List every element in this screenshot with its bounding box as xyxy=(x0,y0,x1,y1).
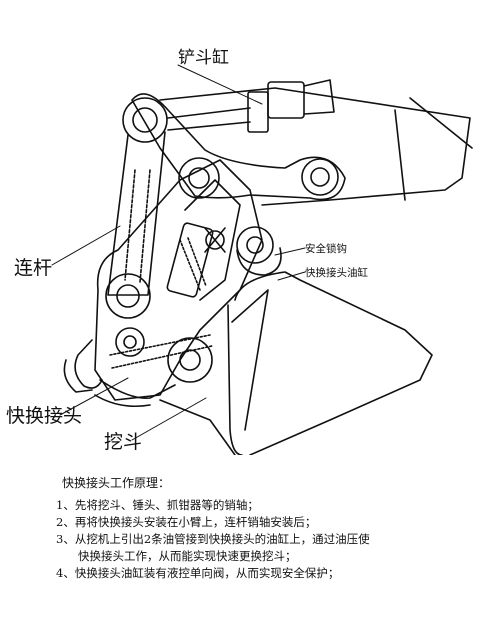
top-link-plate xyxy=(122,93,346,201)
note-step: 1、先将挖斗、锤头、抓钳器等的销轴； xyxy=(56,498,259,512)
label-link: 连杆 xyxy=(14,257,52,279)
coupler-hook xyxy=(63,339,103,393)
lower-pins xyxy=(94,327,213,408)
note-step: 3、从挖机上引出2条油管接到快换接头的油缸上，通过油压使 xyxy=(56,532,370,546)
label-coupler-cylinder: 快换接头油缸 xyxy=(305,266,368,279)
quick-coupler-body xyxy=(94,159,282,401)
notes-title: 快换接头工作原理： xyxy=(62,476,171,490)
note-step: 4、快换接头油缸装有液控单向阀，从而实现安全保护； xyxy=(56,566,340,580)
coupler-diagram: 铲斗缸 连杆 快换接头 挖斗 安全锁钩 快换接头油缸 xyxy=(6,47,473,455)
label-bucket: 挖斗 xyxy=(104,431,142,453)
label-bucket-cylinder: 铲斗缸 xyxy=(178,47,229,68)
bucket-body xyxy=(159,271,433,455)
note-step-continued: 快换接头工作，从而能实现快速更换挖斗； xyxy=(78,549,297,563)
connecting-rod xyxy=(105,131,166,319)
bucket-cylinder xyxy=(167,79,335,133)
leader-lines xyxy=(51,64,306,441)
note-step: 2、再将快换接头安装在小臂上，连杆销轴安装后； xyxy=(56,515,317,529)
label-quick-coupler: 快换接头 xyxy=(6,405,82,427)
label-safety-hook: 安全锁钩 xyxy=(305,242,347,255)
working-principle-notes: 快换接头工作原理： 1、先将挖斗、锤头、抓钳器等的销轴； 2、再将快换接头安装在… xyxy=(56,474,466,582)
boom-arm xyxy=(159,87,473,206)
